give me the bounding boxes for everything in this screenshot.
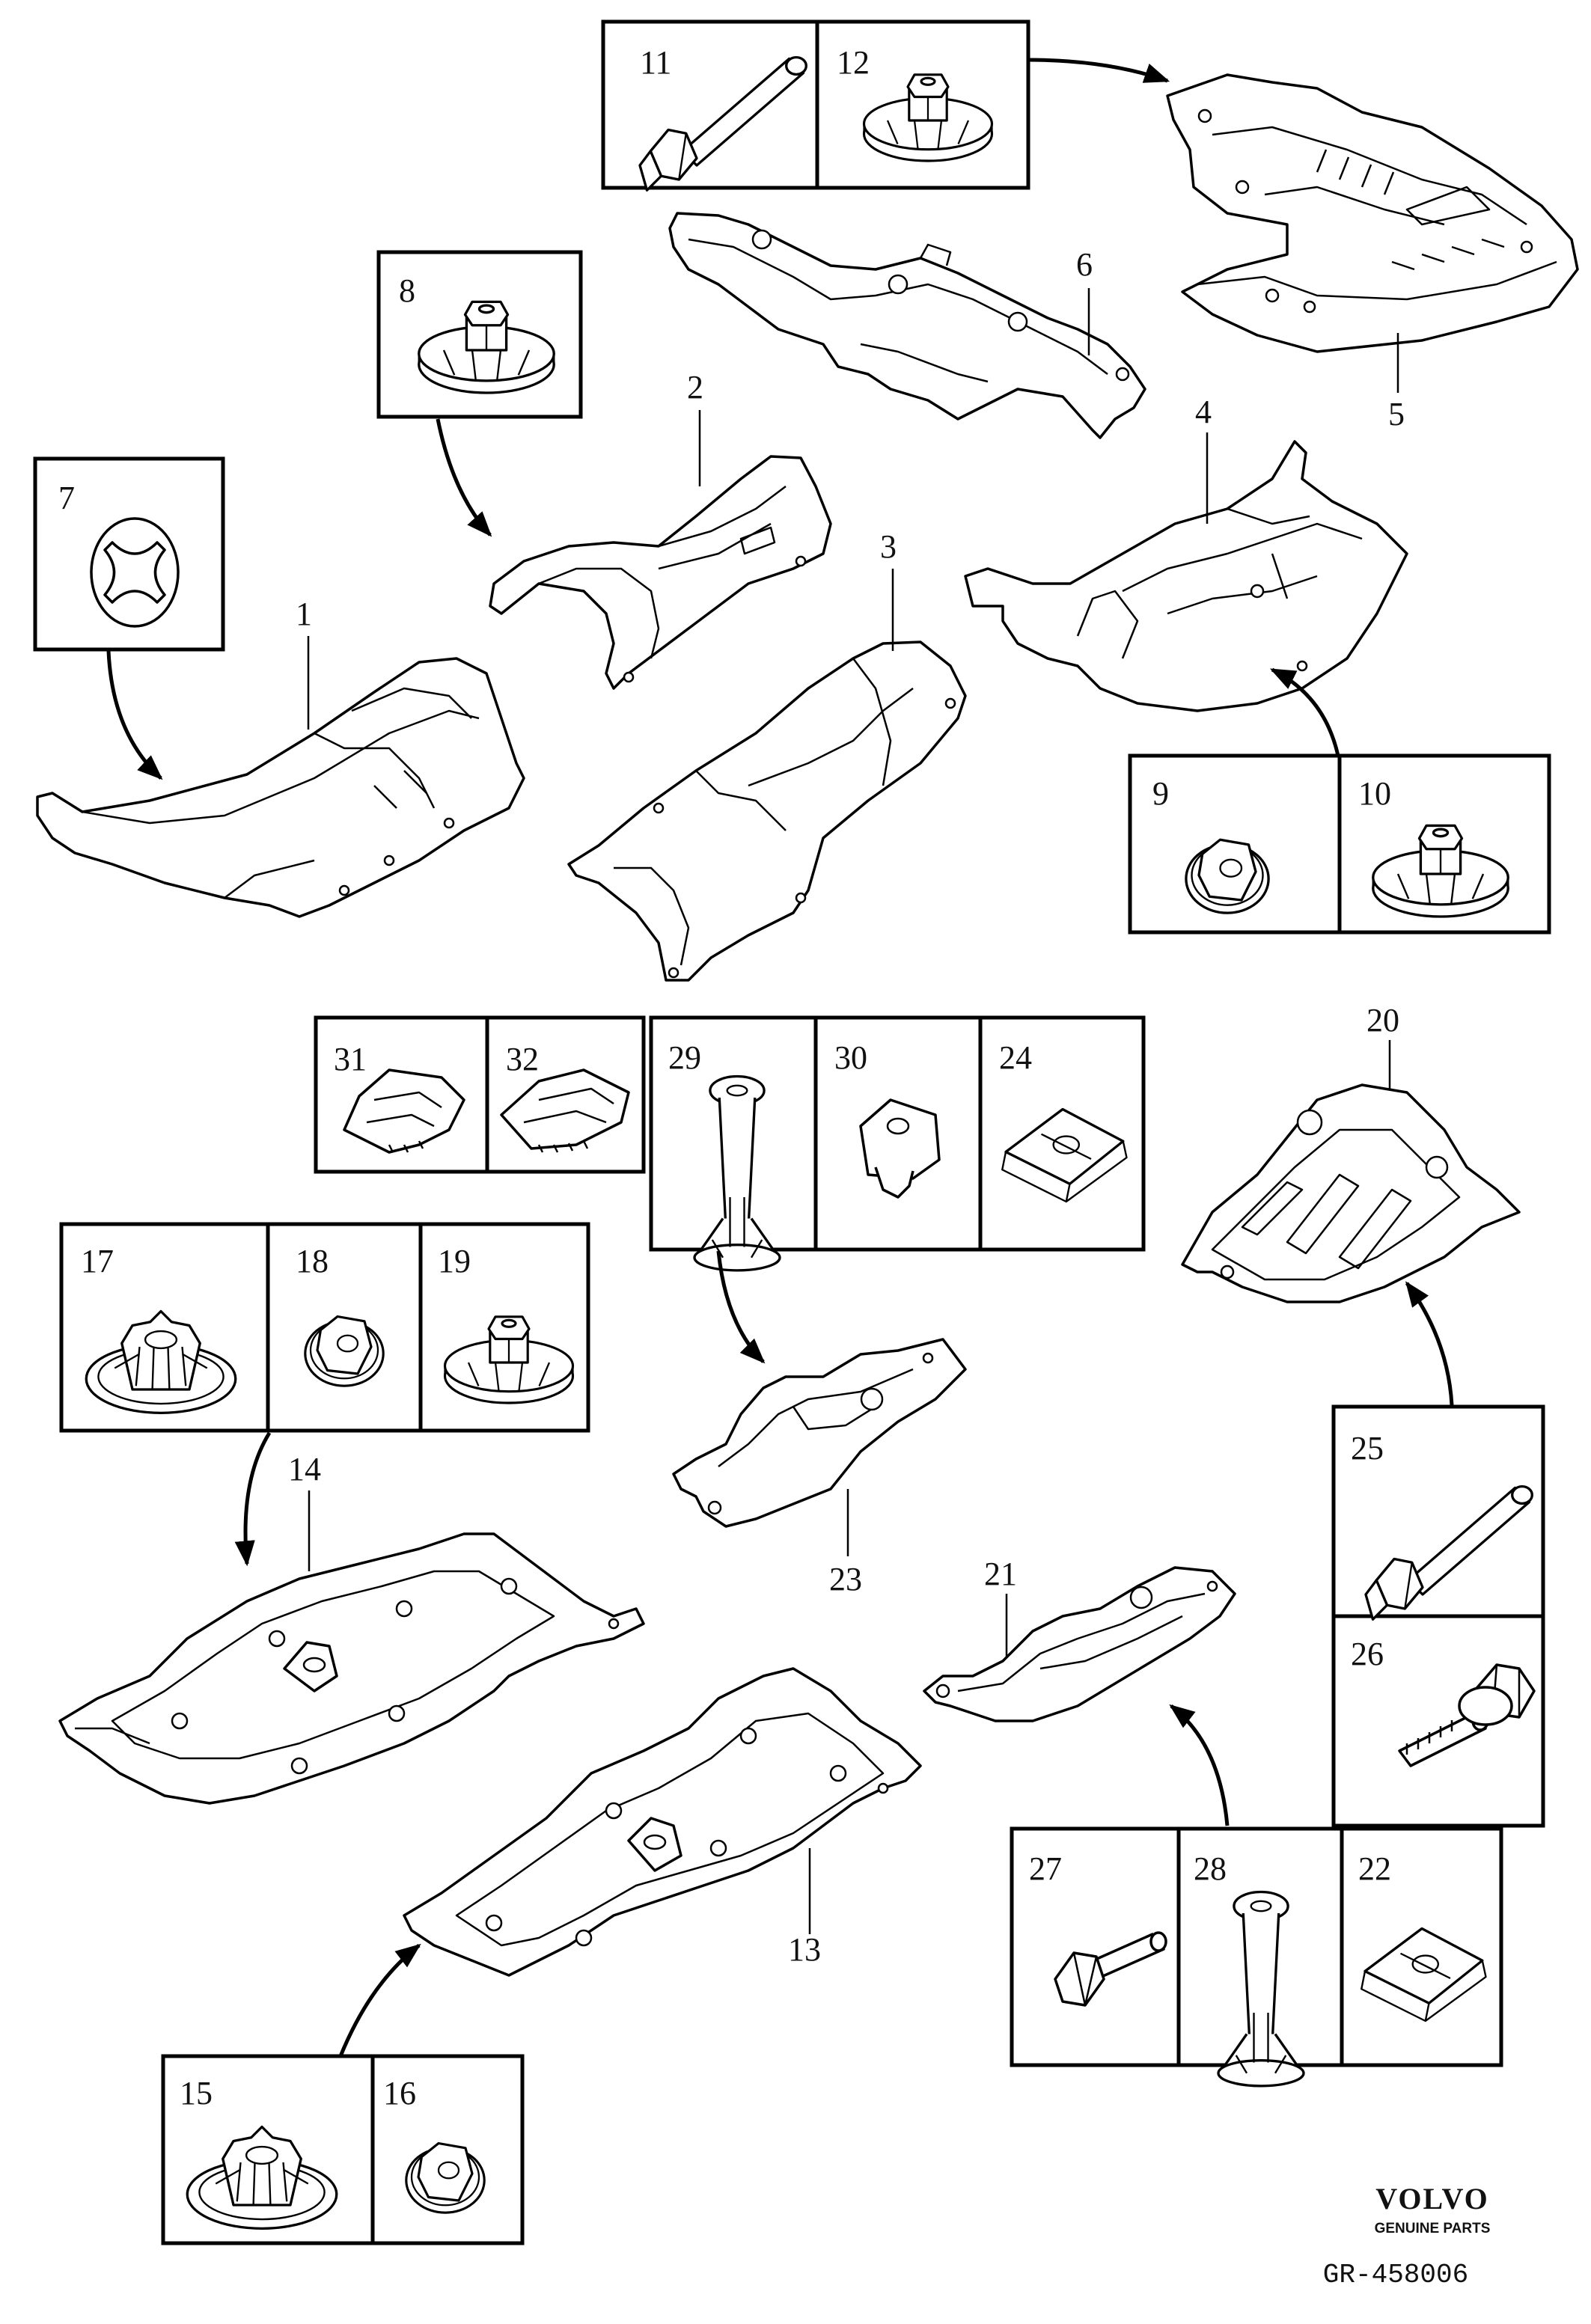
label-10: 10 (1358, 775, 1391, 812)
arrow-7-to-1 (106, 650, 163, 780)
label-24: 24 (999, 1039, 1032, 1076)
splash-shield-23 (672, 1338, 967, 1528)
rivet-27-icon (1054, 1931, 1167, 2007)
brand-tagline: GENUINE PARTS (1375, 2221, 1491, 2236)
splash-shield-21 (923, 1566, 1236, 1722)
label-12: 12 (837, 44, 870, 81)
label-31: 31 (334, 1041, 367, 1077)
label-32: 32 (506, 1041, 539, 1077)
arrow-11-12-to-5 (1027, 58, 1170, 83)
label-1: 1 (296, 596, 312, 632)
underbody-panel-13 (403, 1667, 922, 1977)
fastener-box-9-10: 9 10 (1128, 753, 1551, 935)
clip-32-icon (500, 1068, 630, 1153)
fastener-box-15-16: 15 16 (161, 2054, 525, 2245)
fastener-box-29-30-24: 29 30 24 (649, 1015, 1146, 1272)
fastener-box-25-26: 25 26 (1331, 1404, 1545, 1828)
label-19: 19 (438, 1243, 471, 1279)
label-18: 18 (296, 1243, 329, 1279)
fastener-box-11-12: 11 12 (601, 19, 1030, 192)
arrow-17-19-to-14 (234, 1431, 272, 1567)
label-30: 30 (834, 1039, 867, 1076)
bolt-26-icon (1398, 1663, 1536, 1767)
label-16: 16 (383, 2075, 416, 2112)
fastener-box-31-32: 31 32 (314, 1015, 646, 1174)
underbody-panel-14 (58, 1532, 645, 1805)
bracket-6 (668, 212, 1146, 439)
label-3: 3 (880, 528, 897, 565)
brand-name: VOLVO (1375, 2182, 1488, 2216)
label-21: 21 (984, 1556, 1017, 1592)
fastener-box-27-28-22: 27 28 22 (1010, 1826, 1503, 2088)
volvo-logo: VOLVO GENUINE PARTS (1375, 2182, 1491, 2236)
label-27: 27 (1029, 1850, 1062, 1887)
arrow-15-16-to-13 (338, 1943, 421, 2057)
label-17: 17 (81, 1243, 114, 1279)
fastener-box-17-18-19: 17 18 19 (59, 1222, 590, 1433)
label-4: 4 (1195, 394, 1212, 430)
heat-shield-5 (1166, 73, 1579, 353)
arrow-29-to-23 (716, 1250, 766, 1364)
label-28: 28 (1194, 1850, 1227, 1887)
label-9: 9 (1152, 775, 1169, 812)
label-20: 20 (1366, 1002, 1399, 1039)
heat-shield-4 (964, 440, 1408, 712)
plug-7-icon (90, 517, 180, 628)
label-15: 15 (180, 2075, 213, 2112)
label-22: 22 (1358, 1850, 1391, 1887)
label-26: 26 (1351, 1636, 1384, 1672)
label-6: 6 (1076, 246, 1093, 283)
label-11: 11 (640, 44, 671, 81)
label-29: 29 (668, 1039, 701, 1076)
label-2: 2 (687, 369, 703, 406)
label-7: 7 (58, 480, 75, 516)
clip-31-icon (343, 1068, 465, 1154)
skid-plate-20 (1181, 1083, 1521, 1303)
arrow-9-10-to-4 (1269, 667, 1340, 756)
arrow-25-26-to-20 (1405, 1281, 1454, 1406)
heat-shield-2 (489, 455, 832, 690)
fastener-box-8: 8 (376, 250, 583, 419)
label-8: 8 (399, 272, 415, 309)
label-13: 13 (788, 1931, 821, 1968)
heat-shield-1 (36, 657, 525, 918)
label-25: 25 (1351, 1430, 1384, 1467)
arrow-27-28-22-to-21 (1169, 1704, 1230, 1826)
diagram-reference: GR-458006 (1323, 2260, 1468, 2290)
arrow-8-to-2 (436, 418, 492, 537)
label-14: 14 (288, 1451, 321, 1487)
label-23: 23 (829, 1561, 862, 1597)
clip-30-icon (859, 1098, 941, 1199)
label-5: 5 (1388, 396, 1405, 432)
fastener-box-7: 7 (33, 456, 225, 652)
heat-shield-3 (567, 640, 967, 982)
